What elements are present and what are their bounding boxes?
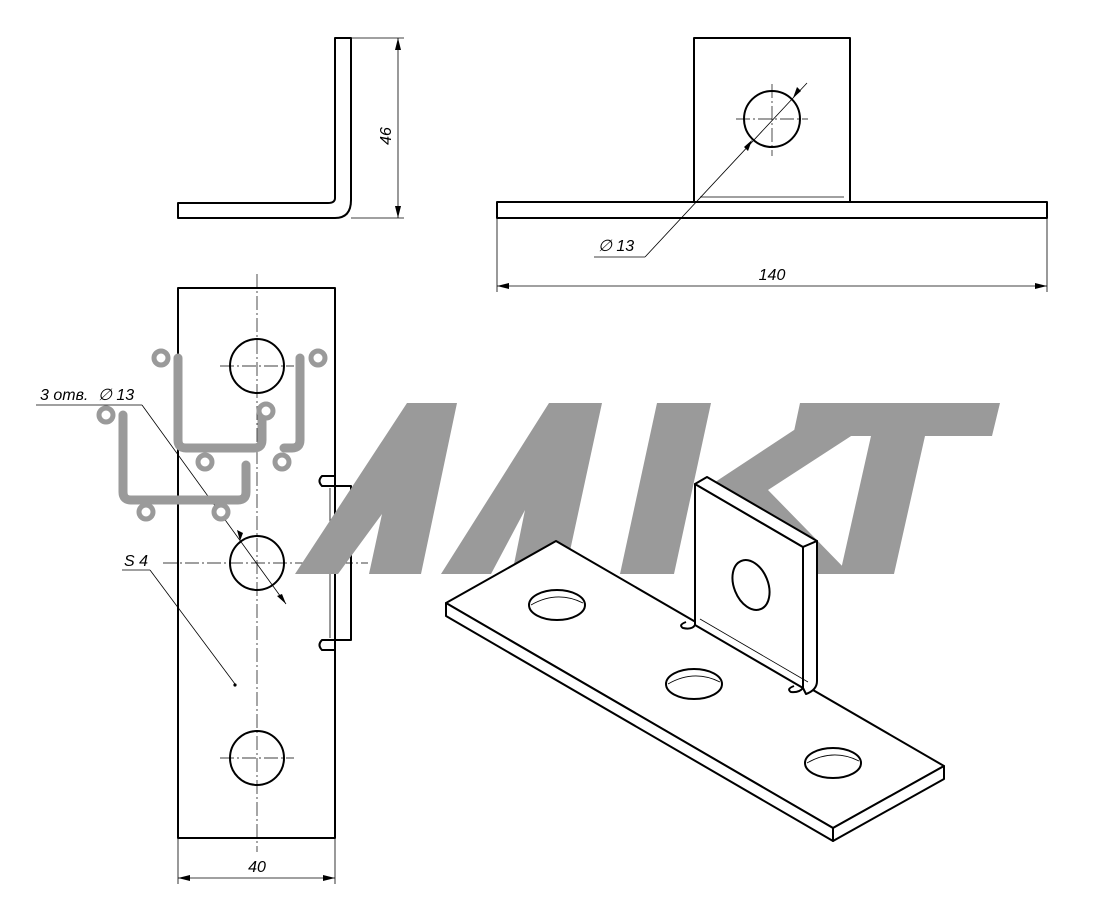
dimension-width: 40 bbox=[248, 859, 266, 876]
iso-hole-3 bbox=[804, 747, 862, 779]
side-view: 46 bbox=[177, 37, 404, 219]
isometric-view bbox=[445, 476, 945, 842]
watermark-text bbox=[295, 403, 1000, 574]
iso-hole-2 bbox=[665, 668, 723, 700]
thickness-callout: S 4 bbox=[124, 553, 148, 570]
logo-ring-icon bbox=[151, 348, 171, 368]
logo-ring-icon bbox=[211, 502, 231, 522]
watermark-logo bbox=[96, 348, 1000, 574]
front-view: ∅ 13 140 bbox=[496, 37, 1048, 292]
hole-diameter-callout: ∅ 13 bbox=[598, 238, 634, 255]
iso-hole-1 bbox=[528, 589, 586, 621]
logo-ring-icon bbox=[96, 405, 116, 425]
logo-ring-icon bbox=[136, 502, 156, 522]
dimension-height: 46 bbox=[378, 127, 395, 145]
logo-ring-icon bbox=[256, 401, 276, 421]
iso-flange-hole bbox=[731, 559, 771, 611]
holes-count: 3 отв. bbox=[40, 387, 88, 404]
dimension-length: 140 bbox=[759, 267, 786, 284]
logo-ring-icon bbox=[272, 452, 292, 472]
logo-ring-icon bbox=[308, 348, 328, 368]
logo-ring-icon bbox=[195, 452, 215, 472]
holes-diameter: ∅ 13 bbox=[98, 387, 134, 404]
